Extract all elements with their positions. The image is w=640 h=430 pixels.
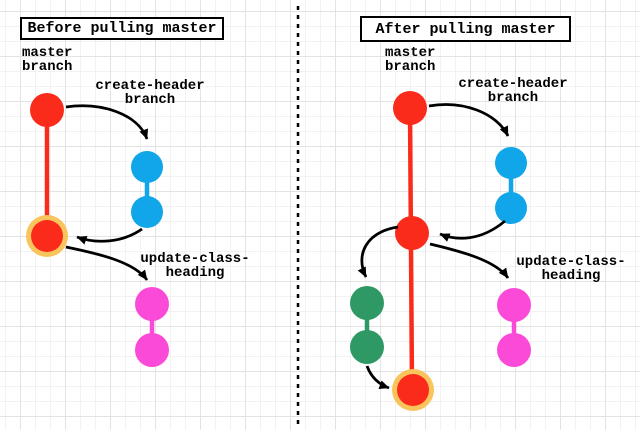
- after-update-class-commit-node-2: [497, 333, 531, 367]
- after-arrow-pulled-to-base: [365, 365, 390, 390]
- after-master-middle-commit-node: [395, 216, 429, 250]
- after-arrow-master-to-create-header: [428, 103, 510, 137]
- after-update-class-commit-node-1: [497, 288, 531, 322]
- before-update-class-commit-node-1: [135, 287, 169, 321]
- after-master-branch-label: master branch: [385, 45, 436, 75]
- after-create-header-commit-node-2: [495, 192, 527, 224]
- before-create-header-commit-node-2: [131, 196, 163, 228]
- before-master-tip-commit-node: [30, 93, 64, 127]
- after-panel-title: After pulling master: [360, 16, 571, 42]
- before-master-base-commit-node: [31, 220, 63, 252]
- before-panel-title: Before pulling master: [20, 17, 224, 40]
- after-update-class-heading-label: update-class- heading: [516, 254, 626, 284]
- before-update-class-heading-label: update-class- heading: [140, 251, 250, 281]
- after-master-tip-commit-node: [393, 91, 427, 125]
- before-arrow-base-to-update-class: [65, 245, 149, 281]
- after-arrow-middle-to-update-class: [429, 242, 510, 279]
- before-update-class-commit-node-2: [135, 333, 169, 367]
- before-master-branch-label: master branch: [22, 45, 73, 75]
- after-pulled-commit-node-2: [350, 330, 384, 364]
- after-pulled-commit-node-1: [350, 286, 384, 320]
- after-create-header-commit-node-1: [495, 147, 527, 179]
- before-arrow-create-header-to-base: [76, 227, 143, 245]
- after-arrow-create-header-to-middle: [439, 219, 506, 242]
- after-arrow-middle-to-pulled: [357, 225, 399, 278]
- before-arrow-master-to-create-header: [65, 104, 149, 140]
- after-create-header-branch-label: create-header branch: [458, 76, 568, 106]
- after-master-base-commit-node: [397, 374, 429, 406]
- before-create-header-branch-label: create-header branch: [95, 78, 205, 108]
- before-create-header-commit-node-1: [131, 151, 163, 183]
